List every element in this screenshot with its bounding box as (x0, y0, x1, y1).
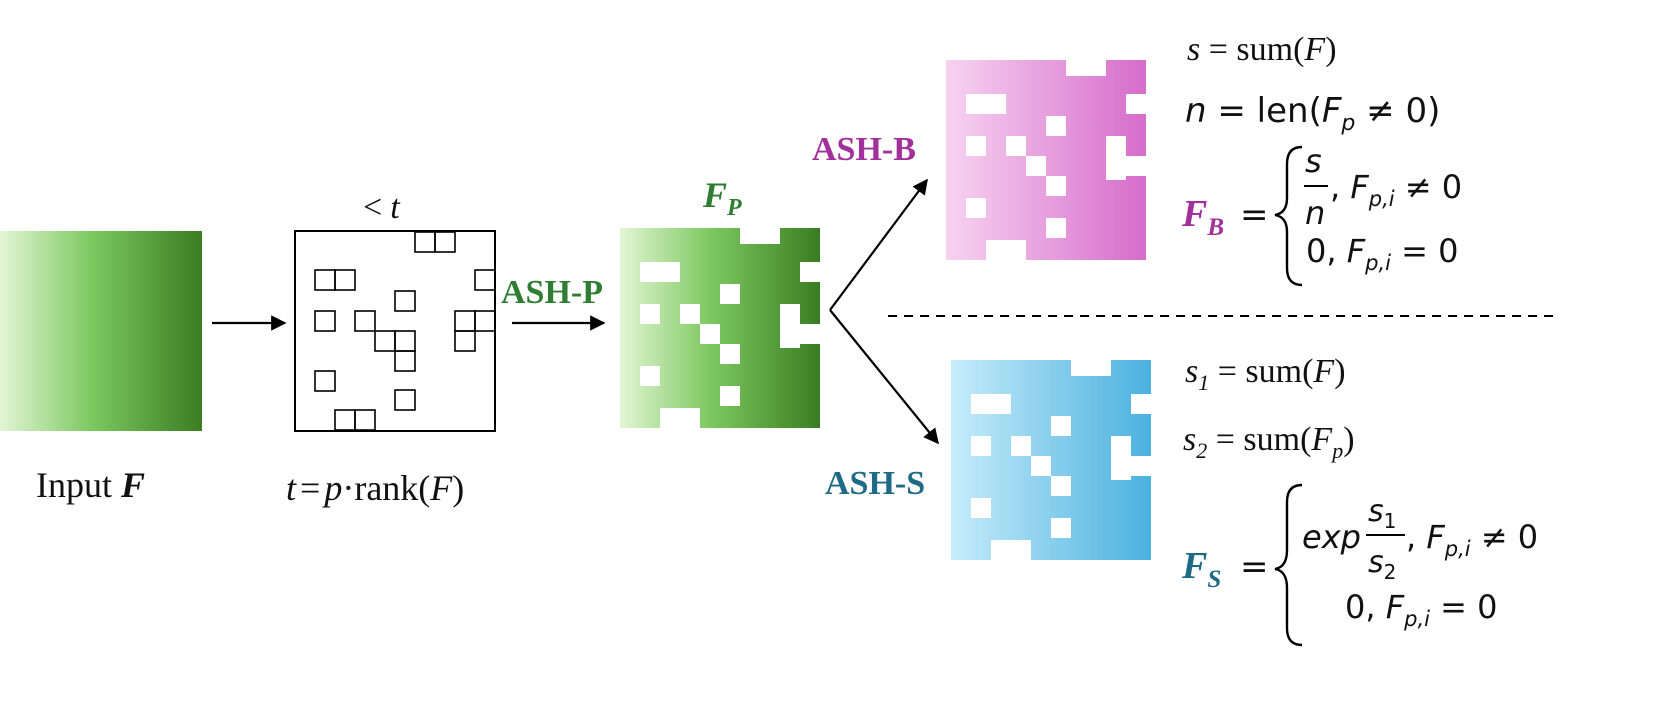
threshold-cell (454, 330, 476, 352)
ash-b-frac-den: n (1305, 194, 1325, 232)
threshold-cell (354, 310, 376, 332)
sparse-cell (1006, 136, 1026, 156)
threshold-cell (474, 269, 496, 291)
input-label: Input F (36, 465, 145, 505)
sparse-cell (680, 304, 700, 324)
branch-connector (829, 178, 928, 311)
ash-s-frac-den: s2 (1368, 545, 1396, 584)
threshold-top-label: <t (363, 189, 401, 226)
ash-b-frac-num: s (1305, 142, 1322, 180)
sparse-cell (640, 262, 680, 282)
sparse-cell (966, 198, 986, 218)
threshold-cell (394, 290, 416, 312)
ash-s-label: ASH-S (825, 465, 925, 502)
sparse-cell (1046, 176, 1066, 196)
ash-b-result-var: FB (1181, 193, 1224, 241)
sparse-cell (971, 394, 1011, 414)
sparse-cell (966, 136, 986, 156)
ash-b-result-eq: = (1240, 195, 1269, 235)
sparse-cell (700, 324, 720, 344)
sparse-cell (800, 324, 820, 344)
ash-s-frac-num: s1 (1368, 494, 1396, 533)
branch-connector-lower (829, 309, 939, 445)
sparse-cell (1031, 456, 1051, 476)
threshold-cell (394, 350, 416, 372)
threshold-grid (294, 230, 496, 432)
ash-b-brace (1274, 145, 1303, 287)
sparse-cell (971, 436, 991, 456)
ash-s-eq-sum2: s2 = sum(Fp) (1183, 421, 1355, 463)
sparse-cell (1011, 436, 1031, 456)
sparse-cell (1051, 518, 1071, 538)
ash-b-feature-map (946, 60, 1146, 260)
sparse-cell (640, 304, 660, 324)
ash-b-case1-cond: , Fp,i ≠ 0 (1330, 168, 1462, 211)
sparse-cell (1111, 436, 1131, 480)
sparse-cell (1126, 156, 1146, 176)
ash-s-result-eq: = (1240, 547, 1269, 587)
pruned-feature-map (620, 228, 820, 428)
sparse-cell (1131, 456, 1151, 476)
sparse-cell (1071, 360, 1111, 376)
sparse-cell (971, 498, 991, 518)
ash-s-eq-sum1: s1 = sum(F) (1185, 353, 1346, 395)
ash-s-exp: exp (1302, 518, 1361, 556)
threshold-cell (394, 389, 416, 411)
sparse-cell (991, 540, 1031, 560)
ash-s-result-var: FS (1181, 545, 1221, 593)
sparse-cell (660, 408, 700, 428)
input-feature-map (0, 231, 202, 431)
ash-b-label: ASH-B (812, 131, 916, 168)
threshold-cell (314, 370, 336, 392)
ash-s-brace (1274, 483, 1303, 647)
sparse-cell (1126, 94, 1146, 114)
sparse-cell (986, 240, 1026, 260)
ash-b-eq-sum: s = sum(F) (1187, 31, 1337, 68)
sparse-cell (720, 284, 740, 304)
ash-s-case1-cond: , Fp,i ≠ 0 (1406, 518, 1538, 561)
sparse-cell (1106, 136, 1126, 180)
sparse-cell (780, 304, 800, 348)
sparse-cell (1051, 476, 1071, 496)
sparse-cell (1026, 156, 1046, 176)
ash-s-feature-map (951, 360, 1151, 560)
sparse-cell (1066, 60, 1106, 76)
threshold-cell (334, 269, 356, 291)
sparse-cell (640, 366, 660, 386)
sparse-cell (1131, 394, 1151, 414)
sparse-cell (1046, 218, 1066, 238)
sparse-cell (740, 228, 780, 244)
sparse-cell (720, 386, 740, 406)
ash-b-eq-len: n = len(Fp ≠ 0) (1185, 91, 1440, 136)
threshold-cell (474, 310, 496, 332)
threshold-cell (354, 409, 376, 431)
ash-b-case2: 0, Fp,i = 0 (1306, 232, 1458, 275)
fp-label: FP (702, 175, 742, 221)
sparse-cell (966, 94, 1006, 114)
sparse-cell (1051, 416, 1071, 436)
threshold-cell (434, 231, 456, 253)
sparse-cell (800, 262, 820, 282)
threshold-cell (314, 310, 336, 332)
sparse-cell (720, 344, 740, 364)
ash-s-case2: 0, Fp,i = 0 (1345, 588, 1497, 631)
threshold-formula: t=p·rank(F) (286, 468, 464, 508)
ash-p-label: ASH-P (501, 274, 603, 311)
sparse-cell (1046, 116, 1066, 136)
